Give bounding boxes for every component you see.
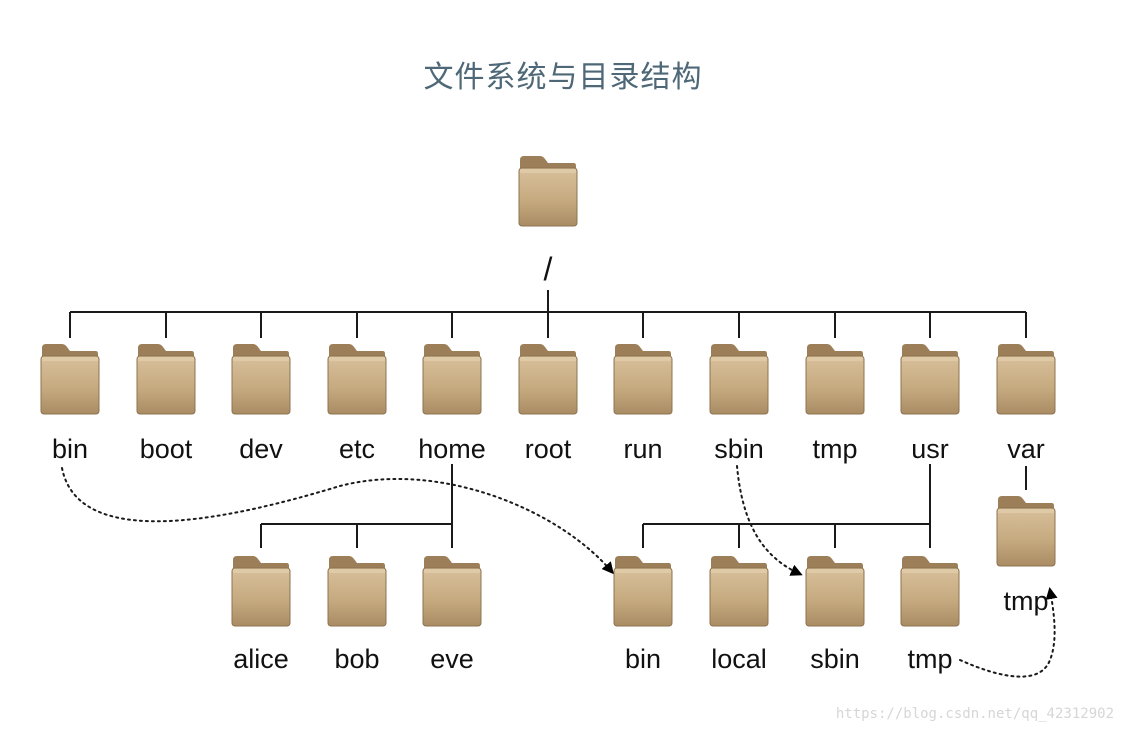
folder-label-root: root (525, 434, 572, 464)
top-level-directories: bin boot dev etc home root run sbin tmp usr var (40, 343, 1056, 464)
folder-label-bin: bin (52, 434, 88, 464)
watermark: https://blog.csdn.net/qq_42312902 (835, 706, 1114, 722)
folder-node-run[interactable]: run (613, 343, 673, 464)
folder-icon (805, 343, 865, 415)
folder-label-run: run (623, 434, 662, 464)
page-title: 文件系统与目录结构 (423, 60, 703, 95)
folder-node-usr-tmp[interactable]: tmp (900, 555, 960, 674)
folder-label-tmp: tmp (812, 434, 857, 464)
folder-icon (613, 343, 673, 415)
folder-node-usr-bin[interactable]: bin (613, 555, 673, 674)
folder-label-var-tmp: tmp (1003, 586, 1048, 616)
usr-subdirectories: bin local sbin tmp (613, 555, 960, 674)
folder-node-sbin[interactable]: sbin (709, 343, 769, 464)
folder-node-tmp[interactable]: tmp (805, 343, 865, 464)
folder-icon (709, 343, 769, 415)
folder-node-usr-sbin[interactable]: sbin (805, 555, 865, 674)
home-subdirectories: alice bob eve (231, 555, 482, 674)
folder-node-bin[interactable]: bin (40, 343, 100, 464)
folder-label-usr-bin: bin (625, 644, 661, 674)
folder-node-usr[interactable]: usr (900, 343, 960, 464)
folder-icon (231, 555, 291, 627)
folder-icon (136, 343, 196, 415)
folder-icon (613, 555, 673, 627)
folder-icon (709, 555, 769, 627)
root-label: / (544, 251, 553, 287)
folder-label-usr: usr (911, 434, 949, 464)
folder-icon (900, 343, 960, 415)
link-arrow-tmp (959, 587, 1058, 678)
folder-label-usr-sbin: sbin (810, 644, 860, 674)
folder-node-etc[interactable]: etc (327, 343, 387, 464)
folder-label-home-alice: alice (233, 644, 289, 674)
folder-icon (996, 343, 1056, 415)
folder-node-home[interactable]: home (418, 343, 486, 464)
tree-connectors (69, 290, 1027, 548)
symlink-arrows (61, 465, 1058, 678)
folder-icon (805, 555, 865, 627)
folder-node-home-bob[interactable]: bob (327, 555, 387, 674)
folder-icon (327, 555, 387, 627)
folder-node-dev[interactable]: dev (231, 343, 291, 464)
folder-node-home-eve[interactable]: eve (422, 555, 482, 674)
folder-icon (518, 155, 578, 227)
folder-icon (327, 343, 387, 415)
folder-label-home: home (418, 434, 486, 464)
folder-node-root[interactable]: root (518, 343, 578, 464)
folder-label-boot: boot (140, 434, 193, 464)
folder-node-usr-local[interactable]: local (709, 555, 769, 674)
var-subdirectories: tmp (996, 495, 1056, 616)
link-arrow-sbin (736, 465, 803, 576)
folder-label-home-bob: bob (334, 644, 379, 674)
folder-icon (518, 343, 578, 415)
folder-icon (40, 343, 100, 415)
folder-node-var-tmp[interactable]: tmp (996, 495, 1056, 616)
folder-icon (422, 343, 482, 415)
folder-label-dev: dev (239, 434, 283, 464)
folder-icon (900, 555, 960, 627)
folder-icon (231, 343, 291, 415)
link-arrow-bin (61, 467, 614, 575)
folder-label-home-eve: eve (430, 644, 474, 674)
folder-label-var: var (1007, 434, 1045, 464)
folder-label-sbin: sbin (714, 434, 764, 464)
folder-label-etc: etc (339, 434, 375, 464)
folder-label-usr-local: local (711, 644, 767, 674)
folder-node-var[interactable]: var (996, 343, 1056, 464)
folder-icon (422, 555, 482, 627)
root-node[interactable]: / (518, 155, 578, 287)
folder-label-usr-tmp: tmp (907, 644, 952, 674)
folder-icon (996, 495, 1056, 567)
folder-node-home-alice[interactable]: alice (231, 555, 291, 674)
folder-node-boot[interactable]: boot (136, 343, 196, 464)
